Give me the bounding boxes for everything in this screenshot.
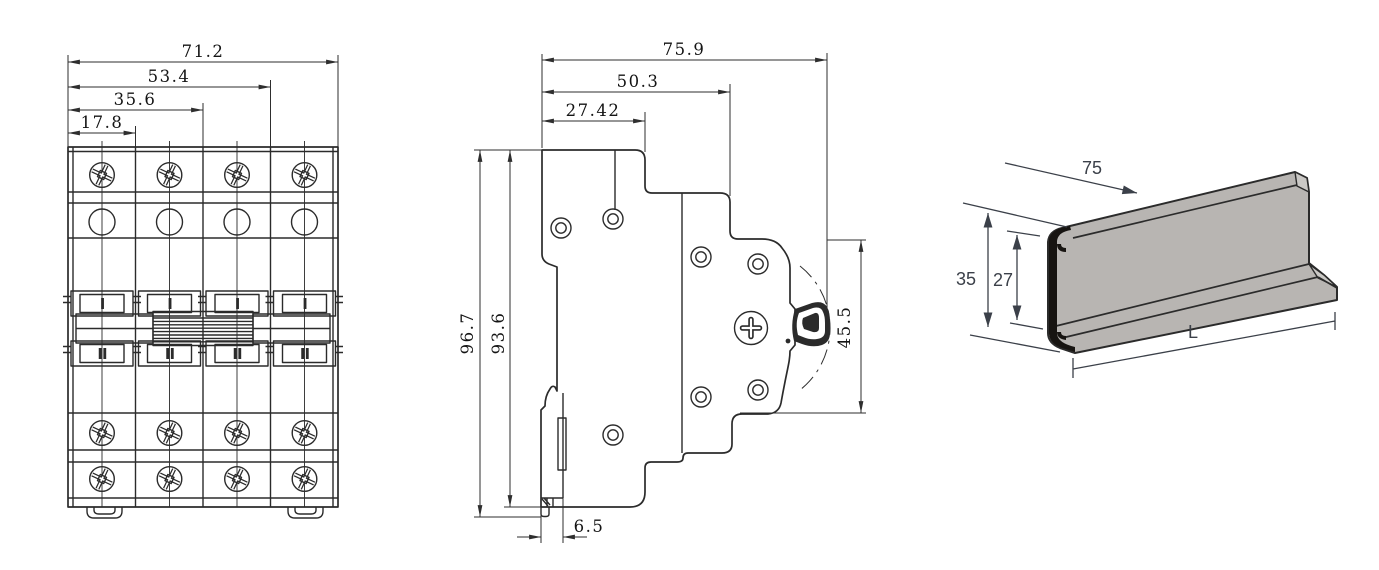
dim-label-rail-inner-height: 27 <box>993 270 1013 290</box>
toggle-handle <box>792 302 830 347</box>
pole-mark-off: II <box>232 345 242 363</box>
pole-centerlines <box>101 141 305 507</box>
rail-dim-line-75 <box>1004 162 1138 195</box>
handle-travel-arc <box>799 265 831 391</box>
phillips-screw <box>733 310 769 346</box>
test-button <box>88 208 116 236</box>
case-rivet <box>690 246 712 268</box>
dim-label-body-height: 93.6 <box>489 312 508 355</box>
dim-label-rail-length: L <box>1188 322 1198 342</box>
indicator-dot <box>785 338 791 344</box>
side-internal-lines <box>614 150 683 453</box>
case-rivet <box>550 217 572 239</box>
din-rail-drawing: 75 35 27 L <box>956 158 1338 378</box>
front-extension-lines <box>67 55 339 147</box>
case-rivet <box>602 208 624 230</box>
front-horizontal-lines <box>68 150 338 499</box>
window-side-tabs <box>63 295 343 354</box>
dim-label-front-face-height: 45.5 <box>835 306 854 349</box>
test-button <box>155 208 184 236</box>
case-rivet <box>602 424 624 446</box>
dim-label-two-pole-width: 35.6 <box>114 90 157 109</box>
pole-mark-on: I <box>167 295 172 313</box>
pole-mark-on: I <box>235 295 240 313</box>
dim-label-mid-depth: 50.3 <box>617 72 660 91</box>
pole-mark-off: II <box>300 345 310 363</box>
dim-label-three-pole-width: 53.4 <box>148 67 191 86</box>
mounting-foot <box>287 506 324 519</box>
pole-mark-on: I <box>302 295 307 313</box>
rail-end-face-bottom <box>1308 263 1338 288</box>
front-view-drawing: 71.2 53.4 35.6 17.8 I I I I II II <box>63 42 343 519</box>
side-profile-outline <box>540 149 796 508</box>
dim-label-overall-height: 96.7 <box>458 312 477 355</box>
mounting-foot <box>86 506 123 519</box>
dim-label-rail-width: 75 <box>1082 158 1102 178</box>
rail-dim-line-L <box>1072 312 1336 378</box>
pole-mark-off: II <box>97 345 107 363</box>
side-extension-lines <box>474 53 866 543</box>
test-button <box>290 208 319 236</box>
case-rivet <box>747 379 769 401</box>
side-view-drawing: 75.9 50.3 27.42 96.7 93.6 45.5 6.5 <box>458 40 866 543</box>
case-rivet <box>690 386 712 408</box>
test-button <box>223 208 251 236</box>
case-rivet <box>747 253 769 275</box>
dim-label-rail-height: 35 <box>956 269 976 289</box>
dim-label-pole-width: 17.8 <box>81 113 124 132</box>
dim-label-top-depth: 27.42 <box>566 101 621 120</box>
rail-extension-lines-27 <box>1006 230 1044 330</box>
pole-mark-on: I <box>100 295 105 313</box>
dim-label-overall-depth: 75.9 <box>663 40 706 59</box>
dim-label-overall-width: 71.2 <box>182 42 225 61</box>
rail-cross-section <box>1049 226 1075 352</box>
din-clip-details <box>540 393 567 518</box>
rail-extension-lines-35 <box>962 202 1068 353</box>
pole-mark-off: II <box>165 345 175 363</box>
handle-grip-hatch <box>153 317 253 343</box>
rail-edge-lines <box>1055 184 1338 339</box>
dim-label-clip-width: 6.5 <box>574 517 605 536</box>
pole-separator-lines <box>72 147 334 507</box>
